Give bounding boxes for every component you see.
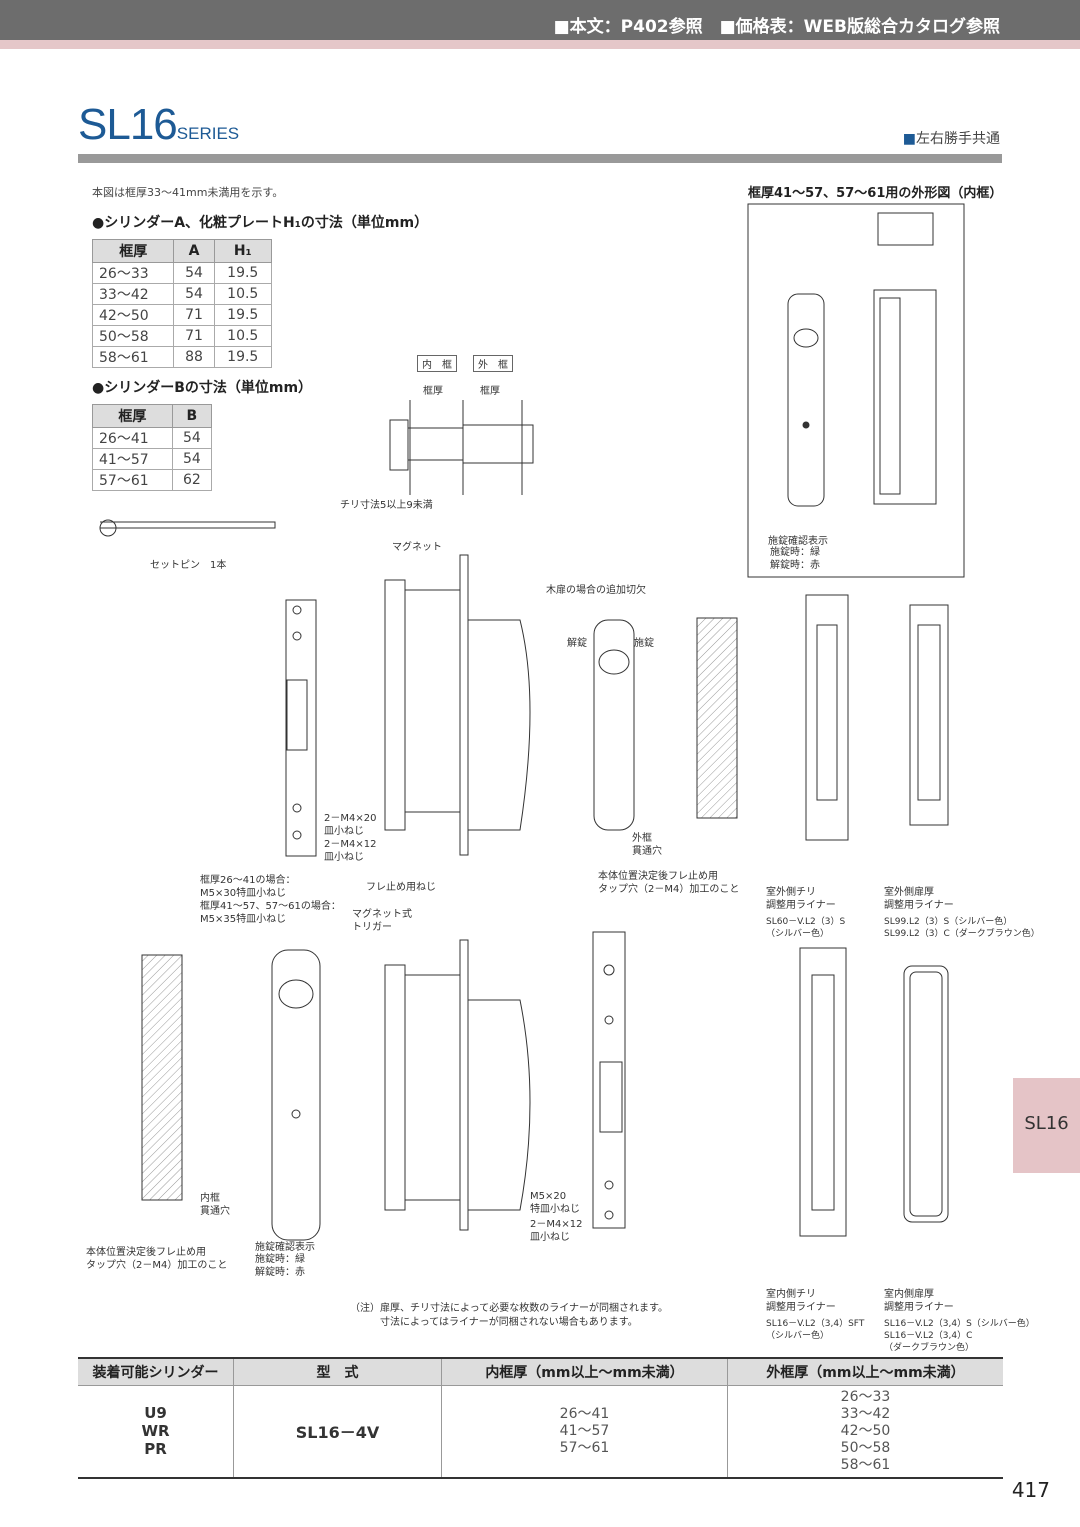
inner-thickness-cell: 26～41 41～57 57～61	[441, 1385, 728, 1479]
table-a-header: A	[173, 239, 215, 263]
page-number: 417	[1011, 1478, 1050, 1502]
table-b-header: B	[171, 404, 213, 428]
body-position-tap-label: 本体位置決定後フレ止め用 タップ穴（2－M4）加工のこと	[86, 1247, 228, 1271]
m4x20-label: 2－M4×20 皿小ねじ	[324, 813, 377, 837]
m4x12-label: 2－M4×12 皿小ねじ	[530, 1219, 583, 1243]
technical-drawing	[99, 203, 965, 1241]
inner-chiri-liner-label: 室内側チリ 調整用ライナー	[766, 1289, 836, 1313]
chiri-label: チリ寸法5以上9未満	[340, 500, 433, 511]
outer-frame-label: 外 框	[473, 355, 513, 372]
table-a-header: H₁	[213, 239, 273, 263]
footnote: （注）扉厚、チリ寸法によって必要な枚数のライナーが同梱されます。 寸法によっては…	[350, 1303, 668, 1328]
inner-frame-liner-label: 室内側扉厚 調整用ライナー	[884, 1289, 954, 1313]
model-table-header: 外框厚（mm以上～mm未満）	[727, 1357, 1003, 1386]
outer-through-label: 外框 貫通穴	[632, 833, 662, 857]
lock-label: 施錠	[634, 638, 654, 649]
outline-title: 框厚41～57、57～61用の外形図（内框）	[748, 186, 1003, 201]
wood-door-label: 木扉の場合の追加切欠	[546, 585, 646, 596]
screw-notes: 框厚26～41の場合： M5×30特皿小ねじ 框厚41～57、57～61の場合：…	[200, 875, 341, 925]
title-rule	[78, 154, 1002, 163]
m4x12-label: 2－M4×12 皿小ねじ	[324, 839, 377, 863]
inner-chiri-liner-model: SL16－V.L2（3,4）SFT （シルバー色）	[766, 1319, 865, 1341]
lock-indicator-label: 施錠確認表示	[768, 536, 828, 547]
frame-thickness-label: 框厚	[480, 386, 500, 397]
magnet-label: マグネット	[392, 542, 442, 553]
table-row: U9 WR PR SL16－4V 26～41 41～57 57～61 26～33…	[78, 1385, 1003, 1479]
table-a-header: 框厚	[91, 239, 175, 263]
model-table-header: 装着可能シリンダー	[78, 1357, 234, 1386]
outer-chiri-liner-model: SL60－V.L2（3）S （シルバー色）	[766, 917, 846, 939]
intro-note: 本図は框厚33～41mm未満用を示す。	[92, 186, 284, 199]
set-pin-label: セットピン 1本	[150, 560, 227, 571]
model-table: 装着可能シリンダー 型 式 内框厚（mm以上～mm未満） 外框厚（mm以上～mm…	[78, 1357, 1003, 1479]
lock-indicator-label: 施錠確認表示	[255, 1242, 315, 1253]
unlock-label: 解錠	[567, 638, 587, 649]
page-title: SL16SERIES	[78, 100, 240, 149]
magnet-trigger-label: マグネット式 トリガー	[352, 909, 412, 933]
table-a-heading: ●シリンダーA、化粧プレートH₁の寸法（単位mm）	[92, 215, 429, 231]
table-b-heading: ●シリンダーBの寸法（単位mm）	[92, 380, 313, 396]
inner-frame-label: 内 框	[417, 355, 457, 372]
model-table-header: 型 式	[233, 1357, 442, 1386]
outer-chiri-liner-label: 室外側チリ 調整用ライナー	[766, 887, 836, 911]
frame-thickness-label: 框厚	[423, 386, 443, 397]
outer-thickness-cell: 26～33 33～42 42～50 50～58 58～61	[727, 1385, 1003, 1479]
m5x20-label: M5×20 特皿小ねじ	[530, 1191, 580, 1215]
cylinders-cell: U9 WR PR	[78, 1385, 234, 1479]
outer-frame-liner-model: SL99.L2（3）S（シルバー色） SL99.L2（3）C（ダークブラウン色）	[884, 917, 1040, 939]
lock-indicator-detail: 施錠時：緑 解錠時：赤	[770, 547, 820, 571]
model-cell: SL16－4V	[233, 1385, 442, 1479]
header-bar	[0, 0, 1080, 40]
inner-through-label: 内框 貫通穴	[200, 1193, 230, 1217]
header-accent	[0, 40, 1080, 49]
side-tab	[1013, 1078, 1080, 1173]
model-table-header: 内框厚（mm以上～mm未満）	[441, 1357, 728, 1386]
outer-frame-liner-label: 室外側扉厚 調整用ライナー	[884, 887, 954, 911]
hand-note: ■左右勝手共通	[902, 131, 1000, 147]
body-position-tap-label: 本体位置決定後フレ止め用 タップ穴（2－M4）加工のこと	[598, 871, 740, 895]
reference-text: ■本文：P402参照 ■価格表：WEB版総合カタログ参照	[553, 17, 1000, 37]
side-tab-label: SL16	[1024, 1113, 1069, 1134]
lock-indicator-detail: 施錠時：緑 解錠時：赤	[255, 1254, 305, 1278]
fure-screw-label: フレ止め用ねじ	[366, 882, 436, 893]
inner-frame-liner-model: SL16－V.L2（3,4）S（シルバー色） SL16－V.L2（3,4）C （…	[884, 1319, 1035, 1353]
